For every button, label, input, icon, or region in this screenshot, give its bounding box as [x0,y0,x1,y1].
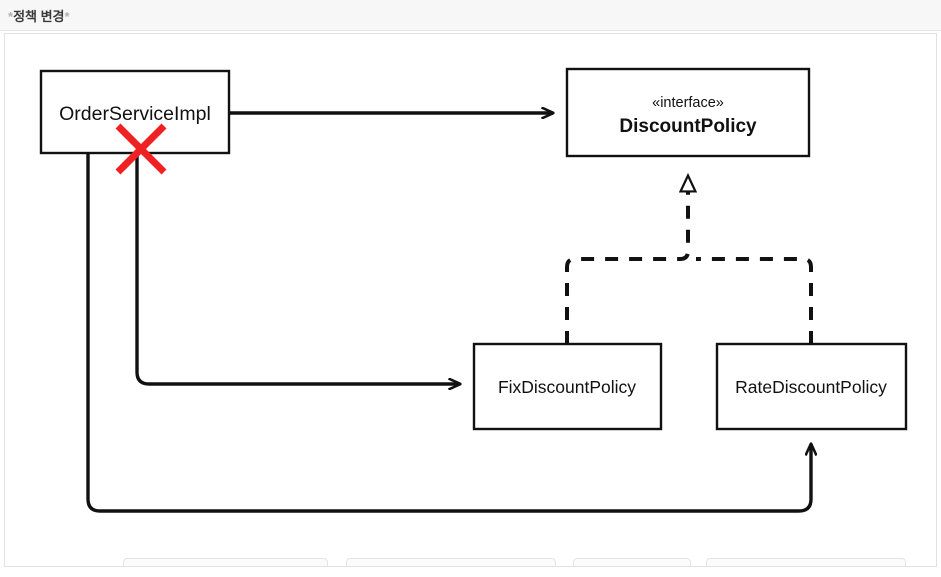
edge-order-service-to-rate-discount-policy[interactable] [86,153,811,513]
edge-rate-discount-policy-realizes-discount-policy[interactable] [696,257,813,344]
class-name-rate-discount-policy: RateDiscountPolicy [735,377,887,397]
edge-fix-discount-policy-realizes-discount-policy[interactable] [565,175,688,344]
uml-class-diagram: OrderServiceImpl «interface» DiscountPol… [39,67,908,513]
footer-chip[interactable] [706,558,906,566]
class-name-fix-discount-policy: FixDiscountPolicy [498,377,636,397]
stereotype-interface: «interface» [652,95,724,111]
node-layer: OrderServiceImpl «interface» DiscountPol… [39,67,908,431]
edge-order-service-to-fix-discount-policy[interactable] [135,153,460,384]
class-name-order-service-impl: OrderServiceImpl [59,103,211,125]
class-box-rect [472,342,663,431]
header-bar: *정책 변경* [0,0,941,31]
red-x-annotation [115,123,167,175]
title-asterisk-left: * [8,9,14,24]
title-asterisk-right: * [64,9,70,24]
class-box-rect [715,342,908,431]
title-text: 정책 변경 [13,9,65,24]
diagram-canvas[interactable]: OrderServiceImpl «interface» DiscountPol… [4,33,937,567]
class-box-discount-policy[interactable]: «interface» DiscountPolicy [565,67,811,158]
class-box-rect [565,67,811,158]
footer-chip[interactable] [346,558,556,566]
class-box-rate-discount-policy[interactable]: RateDiscountPolicy [715,342,908,431]
footer-chip[interactable] [573,558,691,566]
class-name-discount-policy: DiscountPolicy [619,116,757,137]
page-title: *정책 변경* [8,6,70,25]
class-box-fix-discount-policy[interactable]: FixDiscountPolicy [472,342,663,431]
edge-layer [86,113,813,513]
red-x-stroke-b [115,123,167,175]
footer-chip[interactable] [123,558,328,566]
